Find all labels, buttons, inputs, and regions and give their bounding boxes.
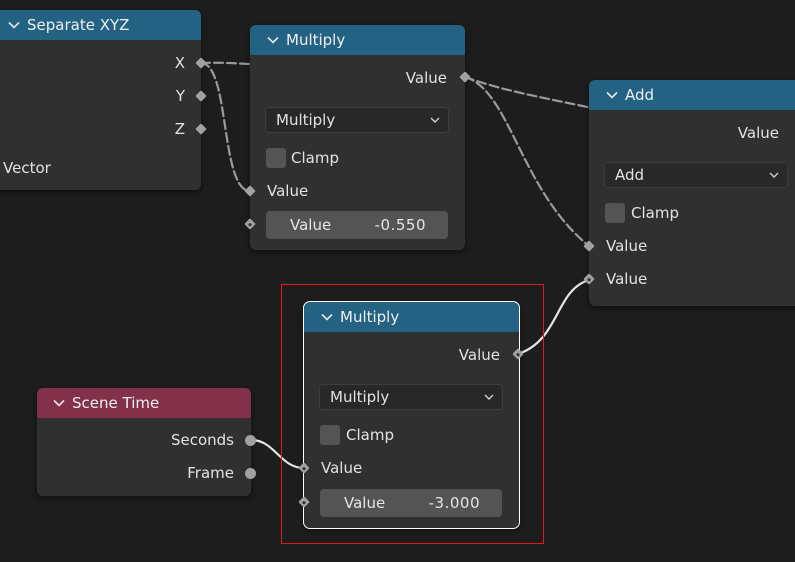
clamp-checkbox[interactable]: [605, 203, 625, 223]
node-title: Multiply: [340, 308, 400, 326]
value-field[interactable]: Value -3.000: [320, 489, 502, 517]
output-label-frame: Frame: [187, 464, 234, 482]
node-header[interactable]: Separate XYZ: [0, 10, 201, 40]
input-label-vector: Vector: [3, 159, 51, 177]
input-label-value: Value: [321, 459, 363, 477]
input-label-value-1: Value: [606, 237, 648, 255]
operation-value: Add: [615, 166, 645, 184]
node-header[interactable]: Multiply: [250, 25, 465, 55]
scene-time-node[interactable]: Scene Time Seconds Frame: [37, 388, 251, 496]
value-field-number: -0.550: [374, 216, 426, 234]
operation-dropdown[interactable]: Multiply: [319, 384, 503, 410]
multiply-node-top[interactable]: Multiply Value Multiply Clamp Value Valu…: [250, 25, 465, 250]
caret-down-icon: [769, 172, 779, 178]
chevron-down-icon[interactable]: [53, 397, 65, 409]
output-label-z: Z: [174, 120, 185, 138]
link-x-to-add-value: [199, 61, 254, 66]
output-label-y: Y: [175, 87, 185, 105]
value-field[interactable]: Value -0.550: [266, 211, 448, 239]
chevron-down-icon[interactable]: [8, 19, 20, 31]
chevron-down-icon[interactable]: [321, 311, 333, 323]
link-multiply-bottom-to-add: [516, 278, 591, 356]
node-title: Multiply: [286, 31, 346, 49]
value-field-label: Value: [290, 216, 332, 234]
operation-value: Multiply: [330, 388, 390, 406]
output-label-value: Value: [737, 124, 779, 142]
clamp-label: Clamp: [631, 204, 679, 222]
chevron-down-icon[interactable]: [606, 89, 618, 101]
output-label-value: Value: [458, 346, 500, 364]
add-node[interactable]: Add Value Add Clamp Value Value: [589, 80, 795, 306]
operation-dropdown[interactable]: Multiply: [265, 107, 449, 133]
node-header[interactable]: Multiply: [304, 302, 519, 332]
caret-down-icon: [430, 117, 440, 123]
node-title: Scene Time: [72, 394, 160, 412]
clamp-checkbox[interactable]: [266, 148, 286, 168]
input-label-value-2: Value: [606, 270, 648, 288]
operation-dropdown[interactable]: Add: [604, 162, 788, 188]
output-label-value: Value: [405, 69, 447, 87]
operation-value: Multiply: [276, 111, 336, 129]
socket-output-seconds[interactable]: [245, 435, 256, 446]
output-label-x: X: [174, 54, 185, 72]
clamp-checkbox[interactable]: [320, 425, 340, 445]
output-label-seconds: Seconds: [170, 431, 234, 449]
node-title: Add: [625, 86, 655, 104]
clamp-label: Clamp: [291, 149, 339, 167]
node-title: Separate XYZ: [27, 16, 130, 34]
node-header[interactable]: Scene Time: [37, 388, 251, 418]
input-label-value: Value: [267, 182, 309, 200]
socket-output-frame[interactable]: [245, 468, 256, 479]
separate-xyz-node[interactable]: Separate XYZ X Y Z Vector: [0, 10, 201, 190]
multiply-node-bottom[interactable]: Multiply Value Multiply Clamp Value Valu…: [303, 301, 520, 529]
link-multiply-to-add-header: [463, 75, 594, 110]
value-field-label: Value: [344, 494, 386, 512]
chevron-down-icon[interactable]: [267, 34, 279, 46]
link-x-to-multiply-value: [199, 61, 252, 193]
link-multiply-to-add-value: [463, 75, 591, 248]
caret-down-icon: [484, 394, 494, 400]
value-field-number: -3.000: [428, 494, 480, 512]
node-header[interactable]: Add: [589, 80, 795, 110]
clamp-label: Clamp: [346, 426, 394, 444]
link-seconds-to-multiply: [249, 438, 306, 470]
